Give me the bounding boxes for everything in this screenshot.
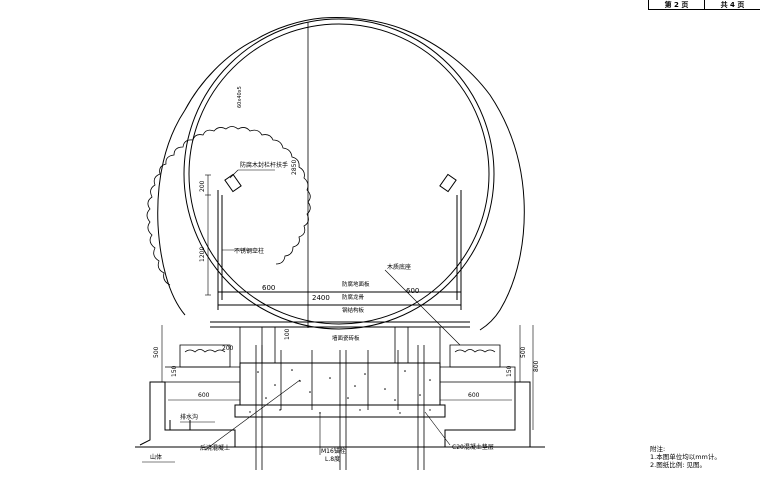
main-ring xyxy=(183,18,495,330)
dim-right150-label: 150 xyxy=(506,365,513,377)
drawing-notes: 附注: 1.本图单位均以mm计。 2.图纸比例: 见图。 xyxy=(650,445,721,469)
leader-beam xyxy=(384,269,461,346)
foliage-ring xyxy=(146,17,525,331)
dim-top200-label: 200 xyxy=(199,180,206,192)
main-ring-inner xyxy=(188,23,490,325)
dim-200-inner-label: 200 xyxy=(222,345,234,352)
right-handrail xyxy=(439,173,462,310)
leaders-top xyxy=(222,169,461,346)
left-planter-rocks xyxy=(184,349,226,353)
left-vertical-dims xyxy=(205,174,211,296)
title-block: 第 2 页 共 4 页 xyxy=(648,0,760,10)
label-c20-cushion: C20混凝土垫层 xyxy=(452,443,494,451)
notes-heading: 附注: xyxy=(650,445,666,453)
label-deck-keel: 防腐龙骨 xyxy=(342,293,365,301)
right-planter xyxy=(449,344,501,368)
notes-line-1: 1.本图单位均以mm计。 xyxy=(650,453,721,461)
dim-ring-steel-label: 60x40x5 xyxy=(237,86,243,108)
right-step xyxy=(440,366,516,383)
dim-2400-label: 2400 xyxy=(312,294,330,302)
title-block-divider xyxy=(704,0,705,9)
label-anchor-bolt: M16锚栓 xyxy=(321,447,346,455)
label-drain: 排水沟 xyxy=(180,413,198,421)
label-deck-steel: 钢结构板 xyxy=(342,306,365,314)
foliage-outline-scallops xyxy=(146,126,311,286)
dim-bottom600-right-label: 600 xyxy=(468,392,480,399)
label-wood-beam: 木质底座 xyxy=(387,263,411,271)
dim-100-label: 100 xyxy=(284,328,291,340)
dim-left150-label: 150 xyxy=(171,365,178,377)
foliage-outline xyxy=(157,17,525,331)
footing-texture xyxy=(249,369,431,414)
label-mountain: 山体 xyxy=(150,453,162,461)
label-handrail: 防腐木封栏杆扶手 xyxy=(240,161,288,169)
dim-600-right-label: 600 xyxy=(406,287,419,295)
label-anchor-length: L.8度 xyxy=(325,455,340,463)
page-number-label: 第 2 页 xyxy=(664,0,689,9)
drain-channel xyxy=(169,420,191,431)
dim-600-left-label: 600 xyxy=(262,284,275,292)
leaders-bottom xyxy=(142,379,451,463)
left-handrail-cap xyxy=(224,173,242,193)
dim-rail1200-label: 1200 xyxy=(199,247,206,262)
dim-pole-label: 2850 xyxy=(291,160,298,175)
leader-post-concrete xyxy=(204,379,301,451)
deck xyxy=(210,291,470,328)
right-planter-rocks xyxy=(454,349,496,353)
total-pages-label: 共 4 页 xyxy=(720,0,745,9)
label-deck-top: 防腐地面板 xyxy=(342,280,370,288)
ground xyxy=(135,381,545,448)
right-handrail-cap xyxy=(439,173,457,193)
ground-right xyxy=(444,381,531,448)
notes-line-2: 2.图纸比例: 见图。 xyxy=(650,461,706,469)
leader-handrail-diag xyxy=(229,169,239,179)
label-steel-post: 不锈钢立柱 xyxy=(234,247,264,255)
label-tile-board: 墙面瓷砖板 xyxy=(332,334,360,342)
left-handrail xyxy=(217,173,242,310)
dim-right500-label: 500 xyxy=(520,346,527,358)
ground-left xyxy=(139,381,236,448)
outer-dims xyxy=(161,325,534,430)
dim-bottom600-left-label: 600 xyxy=(198,392,210,399)
leader-c20 xyxy=(424,411,451,446)
label-post-concrete: 后浇混凝土 xyxy=(200,444,230,452)
anchor-bolts xyxy=(255,345,425,470)
dim-left500-label: 500 xyxy=(153,346,160,358)
dim-right800-label: 800 xyxy=(533,360,540,372)
